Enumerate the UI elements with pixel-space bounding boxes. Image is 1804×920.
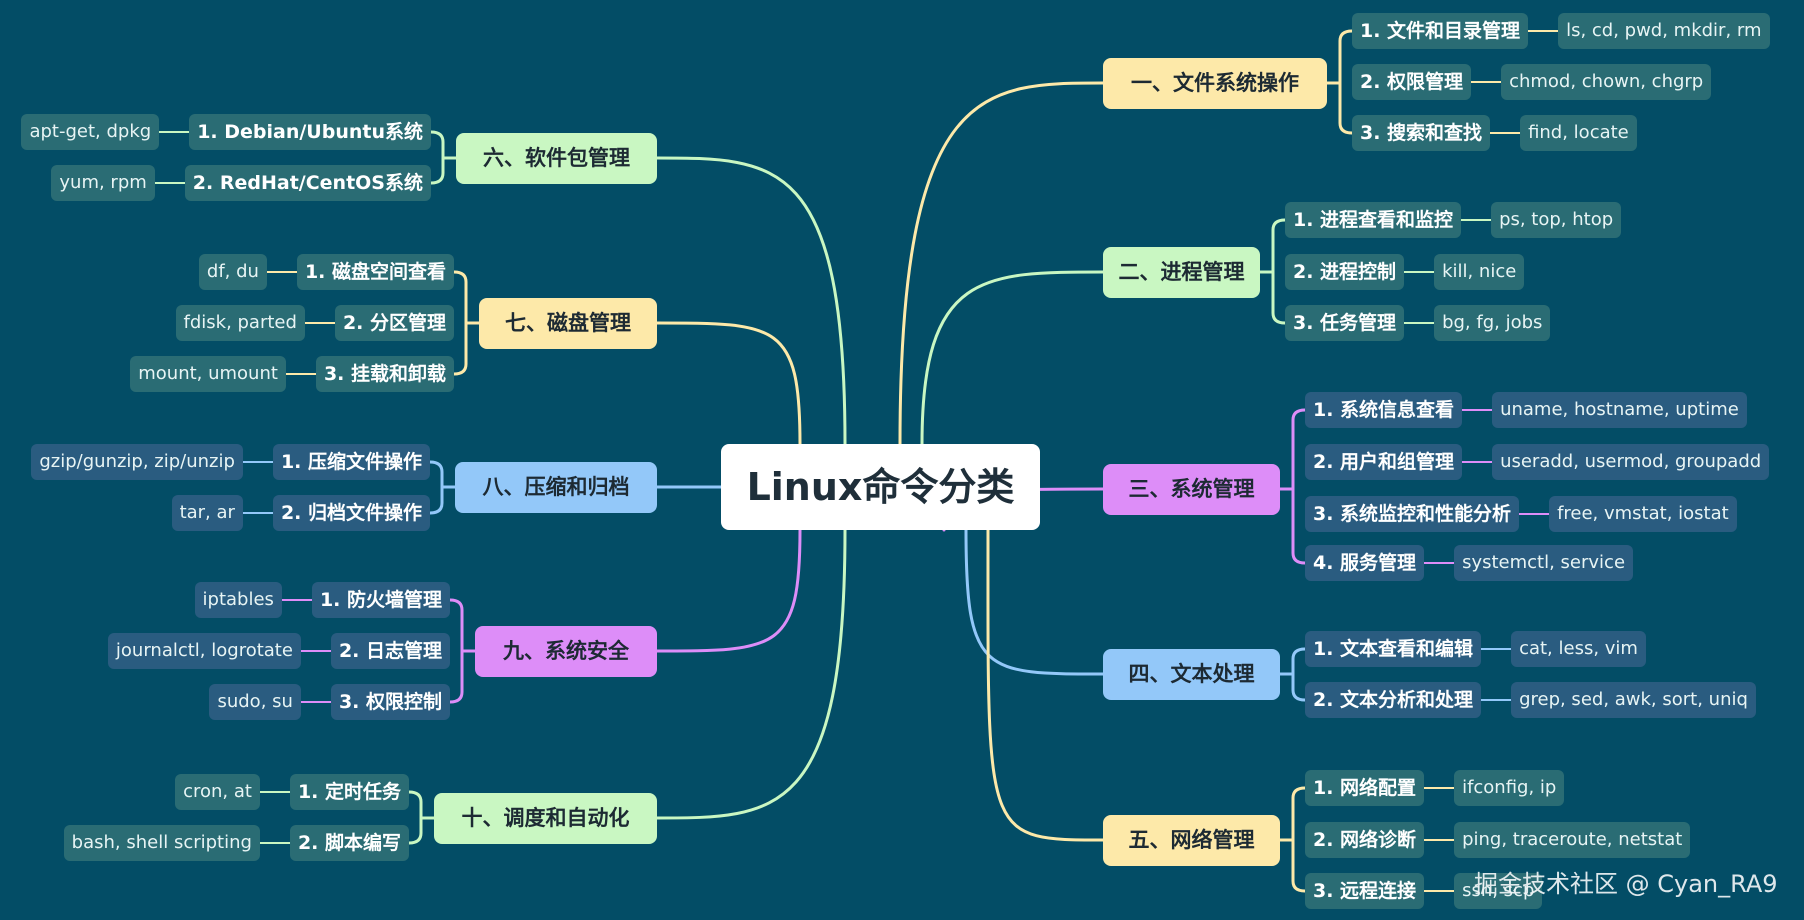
- leaf-node[interactable]: tar, ar: [171, 495, 243, 531]
- sub-node[interactable]: 1. 压缩文件操作: [272, 444, 430, 480]
- leaf-node[interactable]: ifconfig, ip: [1454, 770, 1565, 806]
- leaf-node[interactable]: journalctl, logrotate: [107, 633, 301, 669]
- main-node-right-1[interactable]: 一、文件系统操作: [1103, 57, 1327, 109]
- main-node-left-3[interactable]: 八、压缩和归档: [455, 461, 657, 513]
- sub-node[interactable]: 3. 挂载和卸载: [315, 356, 454, 392]
- sub-node[interactable]: 2. 权限管理: [1352, 64, 1472, 100]
- bracket-right-5: [1291, 786, 1307, 893]
- sub-node[interactable]: 2. 脚本编写: [289, 825, 409, 861]
- leaf-node[interactable]: chmod, chown, chgrp: [1501, 64, 1712, 100]
- sub-node[interactable]: 1. 网络配置: [1305, 770, 1425, 806]
- bracket-left-3: [428, 460, 444, 515]
- sub-node[interactable]: 3. 系统监控和性能分析: [1305, 496, 1520, 532]
- branch-line-right-5: [986, 528, 1105, 842]
- main-node-right-3[interactable]: 三、系统管理: [1103, 463, 1280, 515]
- sub-node[interactable]: 1. 文本查看和编辑: [1305, 631, 1482, 667]
- bracket-right-3: [1291, 408, 1307, 565]
- bracket-left-4: [448, 598, 464, 704]
- leaf-node[interactable]: find, locate: [1520, 115, 1637, 151]
- bracket-right-1: [1338, 29, 1354, 135]
- leaf-node[interactable]: iptables: [194, 582, 282, 618]
- leaf-node[interactable]: cat, less, vim: [1511, 631, 1646, 667]
- sub-node[interactable]: 2. RedHat/CentOS系统: [184, 165, 431, 201]
- main-node-right-5[interactable]: 五、网络管理: [1103, 814, 1280, 866]
- leaf-node[interactable]: useradd, usermod, groupadd: [1492, 444, 1770, 480]
- sub-node[interactable]: 2. 用户和组管理: [1305, 444, 1463, 480]
- sub-node[interactable]: 1. 进程查看和监控: [1285, 202, 1462, 238]
- branch-line-right-2: [920, 270, 1105, 446]
- bracket-left-1: [429, 130, 445, 185]
- sub-node[interactable]: 2. 网络诊断: [1305, 822, 1425, 858]
- main-node-left-4[interactable]: 九、系统安全: [475, 625, 657, 677]
- sub-node[interactable]: 1. Debian/Ubuntu系统: [189, 114, 431, 150]
- sub-node[interactable]: 3. 任务管理: [1285, 305, 1405, 341]
- leaf-node[interactable]: ping, traceroute, netstat: [1454, 822, 1691, 858]
- sub-node[interactable]: 2. 分区管理: [334, 305, 454, 341]
- leaf-node[interactable]: ssh, scp: [1454, 873, 1543, 909]
- sub-node[interactable]: 1. 系统信息查看: [1305, 392, 1463, 428]
- leaf-node[interactable]: bash, shell scripting: [63, 825, 260, 861]
- sub-node[interactable]: 2. 进程控制: [1285, 254, 1405, 290]
- sub-node[interactable]: 3. 权限控制: [330, 684, 450, 720]
- leaf-node[interactable]: ps, top, htop: [1491, 202, 1622, 238]
- leaf-node[interactable]: sudo, su: [209, 684, 301, 720]
- leaf-node[interactable]: fdisk, parted: [175, 305, 305, 341]
- branch-line-right-1: [898, 81, 1105, 446]
- sub-node[interactable]: 2. 归档文件操作: [272, 495, 430, 531]
- branch-line-left-5: [655, 528, 847, 820]
- bracket-left-2: [452, 270, 468, 376]
- leaf-node[interactable]: kill, nice: [1434, 254, 1525, 290]
- sub-node[interactable]: 2. 日志管理: [330, 633, 450, 669]
- watermark: 掘金技术社区 @ Cyan_RA9: [1474, 870, 1778, 898]
- main-node-right-2[interactable]: 二、进程管理: [1103, 246, 1260, 298]
- leaf-node[interactable]: systemctl, service: [1454, 545, 1634, 581]
- leaf-node[interactable]: apt-get, dpkg: [21, 114, 160, 150]
- leaf-node[interactable]: bg, fg, jobs: [1434, 305, 1551, 341]
- sub-node[interactable]: 3. 搜索和查找: [1352, 115, 1491, 151]
- root-node[interactable]: Linux命令分类: [721, 444, 1040, 530]
- sub-node[interactable]: 1. 定时任务: [289, 774, 409, 810]
- branch-line-left-4: [655, 528, 802, 653]
- leaf-node[interactable]: yum, rpm: [51, 165, 155, 201]
- leaf-node[interactable]: gzip/gunzip, zip/unzip: [31, 444, 243, 480]
- bracket-right-4: [1291, 647, 1307, 702]
- main-node-left-5[interactable]: 十、调度和自动化: [434, 792, 657, 844]
- branch-line-left-1: [655, 156, 847, 446]
- sub-node[interactable]: 1. 防火墙管理: [311, 582, 450, 618]
- sub-node[interactable]: 1. 文件和目录管理: [1352, 13, 1529, 49]
- leaf-node[interactable]: ls, cd, pwd, mkdir, rm: [1558, 13, 1770, 49]
- sub-node[interactable]: 2. 文本分析和处理: [1305, 682, 1482, 718]
- main-node-right-4[interactable]: 四、文本处理: [1103, 648, 1280, 700]
- main-node-left-2[interactable]: 七、磁盘管理: [479, 297, 657, 349]
- leaf-node[interactable]: free, vmstat, iostat: [1549, 496, 1737, 532]
- leaf-node[interactable]: cron, at: [175, 774, 260, 810]
- bracket-right-2: [1271, 218, 1287, 325]
- leaf-node[interactable]: mount, umount: [130, 356, 286, 392]
- sub-node[interactable]: 1. 磁盘空间查看: [296, 254, 454, 290]
- sub-node[interactable]: 4. 服务管理: [1305, 545, 1425, 581]
- bracket-left-5: [407, 790, 423, 845]
- leaf-node[interactable]: grep, sed, awk, sort, uniq: [1511, 682, 1756, 718]
- leaf-node[interactable]: df, du: [198, 254, 267, 290]
- sub-node[interactable]: 3. 远程连接: [1305, 873, 1425, 909]
- branch-line-left-2: [655, 321, 802, 446]
- leaf-node[interactable]: uname, hostname, uptime: [1492, 392, 1747, 428]
- main-node-left-1[interactable]: 六、软件包管理: [456, 132, 657, 184]
